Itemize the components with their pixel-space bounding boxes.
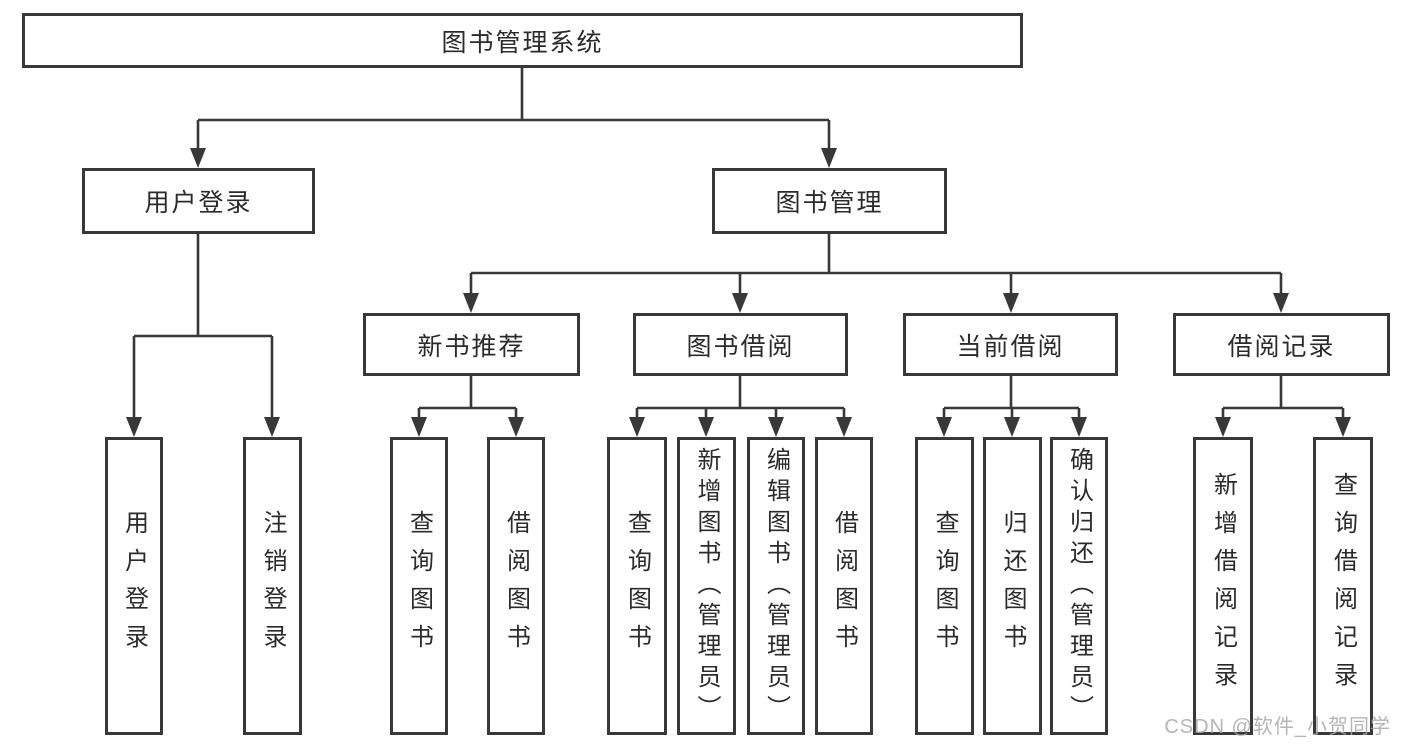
leaf-records-add-record: 新增借阅记录 [1193, 437, 1253, 735]
leaf-records-query-record: 查询借阅记录 [1313, 437, 1373, 735]
node-root: 图书管理系统 [22, 13, 1023, 68]
arrow-icon [732, 293, 748, 313]
arrow-icon [1003, 293, 1019, 313]
arrowheads [126, 148, 1351, 437]
leaf-user-login: 用户登录 [105, 437, 163, 735]
leaf-newbooks-borrow-books: 借阅图书 [487, 437, 545, 735]
watermark: CSDN @软件_小贺同学 [1164, 716, 1391, 738]
connector-book-borrow [635, 376, 846, 419]
leaf-current-query-books: 查询图书 [915, 437, 974, 735]
node-new-book-recommend: 新书推荐 [363, 313, 580, 376]
arrow-icon [411, 417, 427, 437]
leaf-logout: 注销登录 [243, 437, 302, 735]
connector-current-borrow [942, 376, 1081, 419]
leaf-borrow-edit-books-admin: 编辑图书（管理员） [747, 437, 805, 735]
arrow-icon [508, 417, 524, 437]
leaf-borrow-query-books: 查询图书 [607, 437, 667, 735]
leaf-borrow-borrow-books: 借阅图书 [815, 437, 873, 735]
arrow-icon [698, 417, 714, 437]
leaf-current-confirm-return-admin: 确认归还（管理员） [1050, 437, 1108, 735]
arrow-icon [126, 417, 142, 437]
node-current-borrow: 当前借阅 [903, 313, 1118, 376]
arrow-icon [821, 148, 837, 168]
connector-borrow-records [1221, 376, 1345, 419]
arrow-icon [836, 417, 852, 437]
arrow-icon [936, 417, 952, 437]
node-user-login: 用户登录 [82, 168, 315, 234]
connector-root [196, 68, 831, 150]
arrow-icon [190, 148, 206, 168]
arrow-icon [1215, 417, 1231, 437]
arrow-icon [1273, 293, 1289, 313]
arrow-icon [264, 417, 280, 437]
leaf-borrow-add-books-admin: 新增图书（管理员） [677, 437, 736, 735]
arrow-icon [1335, 417, 1351, 437]
leaf-current-return-books: 归还图书 [983, 437, 1042, 735]
connector-user-login [132, 234, 274, 419]
arrow-icon [768, 417, 784, 437]
node-book-borrow: 图书借阅 [633, 313, 848, 376]
arrow-icon [1071, 417, 1087, 437]
arrow-icon [629, 417, 645, 437]
arrow-icon [1004, 417, 1020, 437]
node-book-management: 图书管理 [712, 168, 947, 234]
node-borrow-records: 借阅记录 [1173, 313, 1390, 376]
connector-new-book-recommend [417, 376, 518, 419]
leaf-newbooks-query-books: 查询图书 [390, 437, 448, 735]
connector-book-management [469, 234, 1283, 295]
arrow-icon [463, 293, 479, 313]
